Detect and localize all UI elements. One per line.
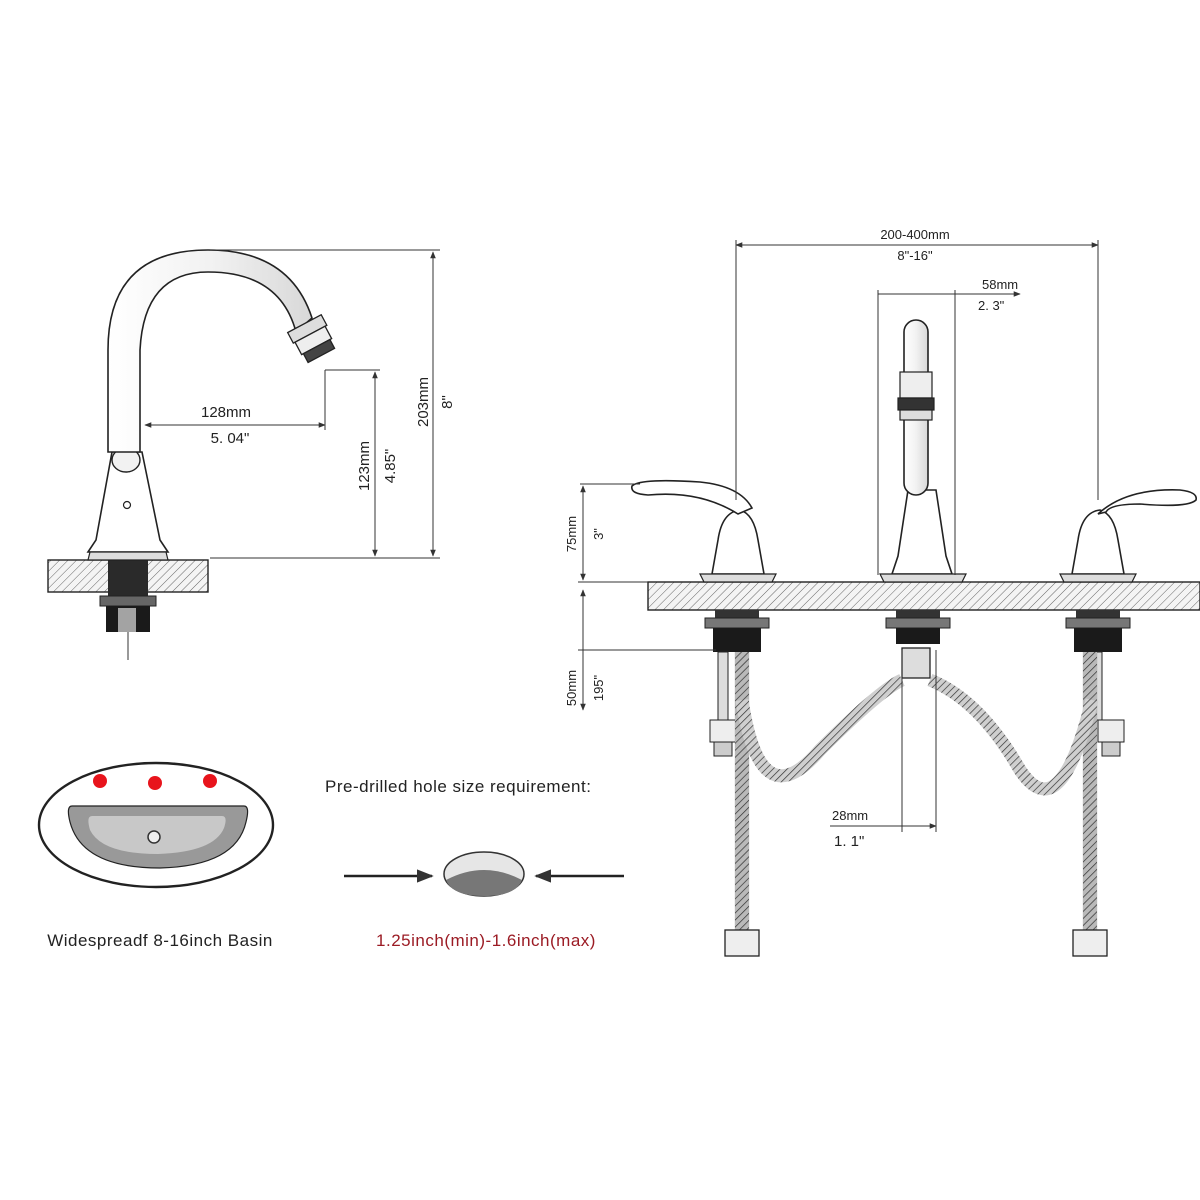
spout-width-mm-label: 58mm <box>982 277 1018 292</box>
hole-size-illustration <box>344 851 624 897</box>
basin-hole-center <box>148 776 162 790</box>
center-spout-assembly <box>879 319 967 679</box>
basin-illustration <box>37 761 275 889</box>
spout-height-in-label: 4.85" <box>382 449 399 484</box>
spout-width-in-label: 2. 3" <box>978 298 1005 313</box>
below-deck-in-label: 195" <box>591 674 606 701</box>
total-height-mm-label: 203mm <box>415 377 432 427</box>
front-view-faucet: 200-400mm 8"-16" 58mm 2. 3" 75mm 3" 50mm… <box>564 227 1200 957</box>
hole-requirement-title: Pre-drilled hole size requirement: <box>325 777 591 796</box>
basin-hole-left <box>93 774 107 788</box>
hole-size-range: 1.25inch(min)-1.6inch(max) <box>376 931 596 950</box>
handle-height-mm-label: 75mm <box>564 516 579 552</box>
right-handle-assembly <box>1059 489 1197 652</box>
side-view-faucet: 128mm 5. 04" 123mm 4.85" 203mm 8" <box>47 249 456 660</box>
below-deck-mm-label: 50mm <box>564 670 579 706</box>
handle-height-in-label: 3" <box>591 528 606 540</box>
spout-height-mm-label: 123mm <box>356 441 373 491</box>
spread-in-label: 8"-16" <box>897 248 933 263</box>
reach-in-label: 5. 04" <box>211 430 250 447</box>
shank-width-in-label: 1. 1" <box>834 833 864 850</box>
front-counter-slab <box>647 581 1200 611</box>
shank-width-mm-label: 28mm <box>832 808 868 823</box>
left-handle-assembly <box>631 479 777 652</box>
basin-hole-right <box>203 774 217 788</box>
total-height-in-label: 8" <box>439 395 456 409</box>
side-gooseneck-spout <box>107 249 313 453</box>
spread-mm-label: 200-400mm <box>880 227 949 242</box>
basin-caption: Widespreadf 8-16inch Basin <box>47 931 273 950</box>
reach-mm-label: 128mm <box>201 404 251 421</box>
braided-supply-hoses <box>709 651 1125 957</box>
